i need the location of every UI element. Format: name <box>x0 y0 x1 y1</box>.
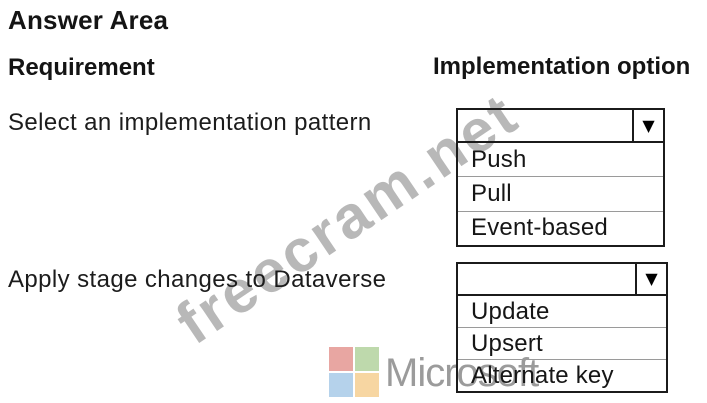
dropdown-option-push[interactable]: Push <box>471 145 527 173</box>
dropdown-option-event-based[interactable]: Event-based <box>458 210 663 245</box>
chevron-down-icon: ▼ <box>645 269 658 288</box>
microsoft-logo-square-orange <box>355 373 379 397</box>
microsoft-logo-square-green <box>355 347 379 371</box>
dropdown-option-pull[interactable]: Pull <box>458 176 663 210</box>
page-title: Answer Area <box>8 5 169 35</box>
dropdown-implementation-pattern: ▼ Push Pull Event-based <box>456 108 665 247</box>
requirement-label-stage-changes: Apply stage changes to Dataverse <box>8 266 387 293</box>
dropdown-option-upsert[interactable]: Upsert <box>458 327 666 359</box>
dropdown-select-box[interactable]: ▼ <box>458 264 666 296</box>
column-header-requirement: Requirement <box>8 54 155 81</box>
dropdown-select-box[interactable]: ▼ <box>458 110 663 143</box>
dropdown-stage-changes: ▼ Update Upsert Alternate key <box>456 262 668 393</box>
microsoft-logo-icon <box>329 347 379 397</box>
dropdown-option-alternate-key[interactable]: Alternate key <box>458 359 666 391</box>
microsoft-logo-square-blue <box>329 373 353 397</box>
microsoft-logo-square-red <box>329 347 353 371</box>
dropdown-option-update[interactable]: Update <box>471 297 550 325</box>
dropdown-arrow-button[interactable]: ▼ <box>632 110 663 141</box>
chevron-down-icon: ▼ <box>642 115 655 135</box>
requirement-label-implementation-pattern: Select an implementation pattern <box>8 109 372 136</box>
column-header-implementation-option: Implementation option <box>433 53 691 80</box>
dropdown-arrow-button[interactable]: ▼ <box>635 264 666 294</box>
microsoft-wordmark: Microsoft <box>385 351 539 395</box>
